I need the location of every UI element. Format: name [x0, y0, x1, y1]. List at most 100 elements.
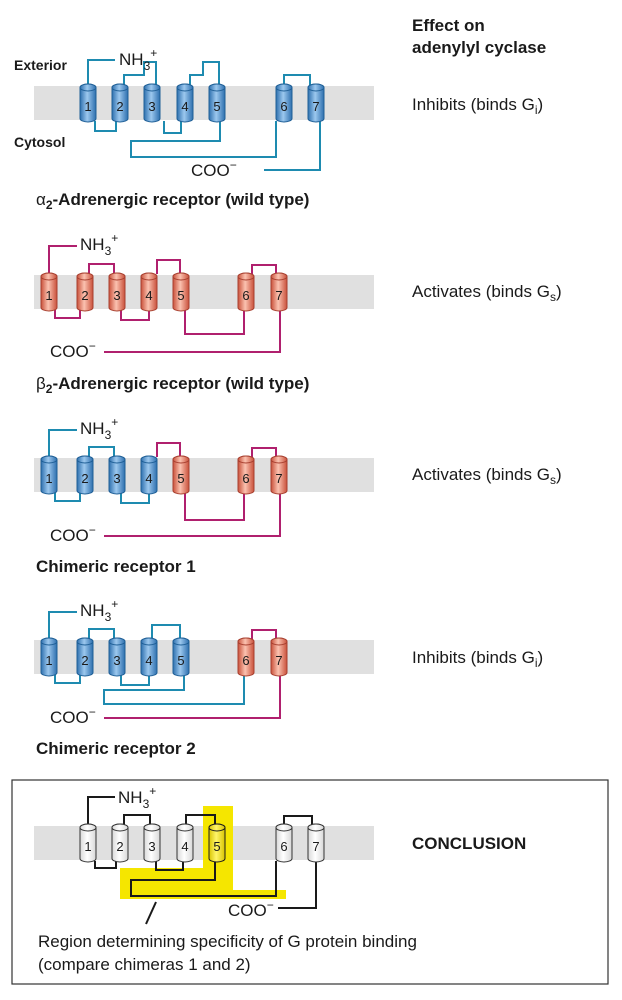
helix-row: 1 2 3 4 5 6 7 [79, 823, 325, 863]
helix-row: 1 2 3 4 5 6 7 [40, 272, 288, 312]
panel-chimeric-receptor-2: 1 2 3 4 5 6 7 NH3+ COO− Inhibits (binds Gi) Ch… [36, 597, 543, 758]
helix-5: 5 [172, 272, 190, 312]
helix-number: 4 [181, 839, 188, 854]
helix-2: 2 [76, 455, 94, 495]
helix-1: 1 [79, 823, 97, 863]
helix-7: 7 [307, 83, 325, 123]
receptor-chain [48, 611, 281, 719]
helix-number: 7 [312, 839, 319, 854]
helix-row: 1 2 3 4 5 6 7 [40, 637, 288, 677]
exterior-label: Exterior [14, 57, 67, 73]
conclusion-label: CONCLUSION [412, 834, 526, 853]
helix-5: 5 [172, 455, 190, 495]
helix-number: 3 [148, 99, 155, 114]
helix-number: 6 [242, 471, 249, 486]
helix-6: 6 [275, 83, 293, 123]
helix-number: 4 [145, 471, 152, 486]
helix-number: 4 [145, 288, 152, 303]
helix-number: 5 [177, 653, 184, 668]
panel-title: Chimeric receptor 2 [36, 739, 196, 758]
helix-number: 7 [275, 471, 282, 486]
helix-4: 4 [140, 637, 158, 677]
receptor-chain [87, 59, 321, 171]
conclusion-caption-line2: (compare chimeras 1 and 2) [38, 955, 251, 974]
helix-row: 1 2 3 4 5 6 7 [79, 83, 325, 123]
helix-number: 2 [81, 471, 88, 486]
helix-number: 7 [312, 99, 319, 114]
helix-2: 2 [111, 83, 129, 123]
effect-text: Activates (binds Gs) [412, 465, 562, 487]
helix-number: 5 [213, 99, 220, 114]
coo-label: COO− [50, 705, 96, 727]
conclusion-caption-line1: Region determining specificity of G prot… [38, 932, 417, 951]
helix-number: 6 [280, 99, 287, 114]
helix-1: 1 [40, 455, 58, 495]
helix-number: 6 [280, 839, 287, 854]
helix-3: 3 [108, 455, 126, 495]
helix-number: 5 [177, 471, 184, 486]
helix-1: 1 [40, 637, 58, 677]
helix-number: 7 [275, 653, 282, 668]
panel-title: α2-Adrenergic receptor (wild type) [36, 190, 309, 212]
nh3-label: NH3+ [118, 784, 156, 811]
receptor-chain [48, 429, 281, 537]
effect-text: Inhibits (binds Gi) [412, 648, 543, 670]
helix-6: 6 [237, 272, 255, 312]
helix-number: 1 [45, 288, 52, 303]
helix-1: 1 [79, 83, 97, 123]
effect-header-line1: Effect on [412, 16, 485, 35]
helix-7: 7 [270, 455, 288, 495]
nh3-label: NH3+ [80, 415, 118, 442]
helix-7: 7 [270, 272, 288, 312]
helix-3: 3 [108, 637, 126, 677]
highlight-region [120, 890, 286, 899]
helix-number: 1 [45, 471, 52, 486]
effect-header-line2: adenylyl cyclase [412, 38, 546, 57]
helix-1: 1 [40, 272, 58, 312]
panel-title: β2-Adrenergic receptor (wild type) [36, 374, 309, 396]
helix-number: 1 [84, 99, 91, 114]
helix-6: 6 [237, 455, 255, 495]
nh3-label: NH3+ [80, 597, 118, 624]
receptor-chain [48, 245, 281, 353]
helix-3: 3 [143, 83, 161, 123]
helix-4: 4 [176, 823, 194, 863]
cytosol-label: Cytosol [14, 134, 65, 150]
helix-number: 2 [81, 653, 88, 668]
helix-number: 5 [177, 288, 184, 303]
helix-5: 5 [208, 83, 226, 123]
helix-3: 3 [108, 272, 126, 312]
helix-number: 1 [45, 653, 52, 668]
nh3-label: NH3+ [80, 231, 118, 258]
helix-6: 6 [275, 823, 293, 863]
helix-4: 4 [176, 83, 194, 123]
helix-number: 2 [116, 839, 123, 854]
helix-number: 1 [84, 839, 91, 854]
helix-2: 2 [111, 823, 129, 863]
helix-row: 1 2 3 4 5 6 7 [40, 455, 288, 495]
nh3-label: NH3+ [119, 46, 157, 73]
helix-4: 4 [140, 272, 158, 312]
helix-4: 4 [140, 455, 158, 495]
helix-2: 2 [76, 272, 94, 312]
helix-number: 3 [113, 288, 120, 303]
helix-number: 2 [116, 99, 123, 114]
helix-number: 3 [113, 653, 120, 668]
effect-text: Inhibits (binds Gi) [412, 95, 543, 117]
helix-7: 7 [270, 637, 288, 677]
effect-text: Activates (binds Gs) [412, 282, 562, 304]
helix-7: 7 [307, 823, 325, 863]
helix-number: 2 [81, 288, 88, 303]
helix-number: 7 [275, 288, 282, 303]
receptor-chain [87, 796, 317, 925]
helix-number: 4 [181, 99, 188, 114]
coo-label: COO− [50, 523, 96, 545]
helix-number: 3 [148, 839, 155, 854]
helix-number: 5 [213, 839, 220, 854]
helix-number: 6 [242, 653, 249, 668]
